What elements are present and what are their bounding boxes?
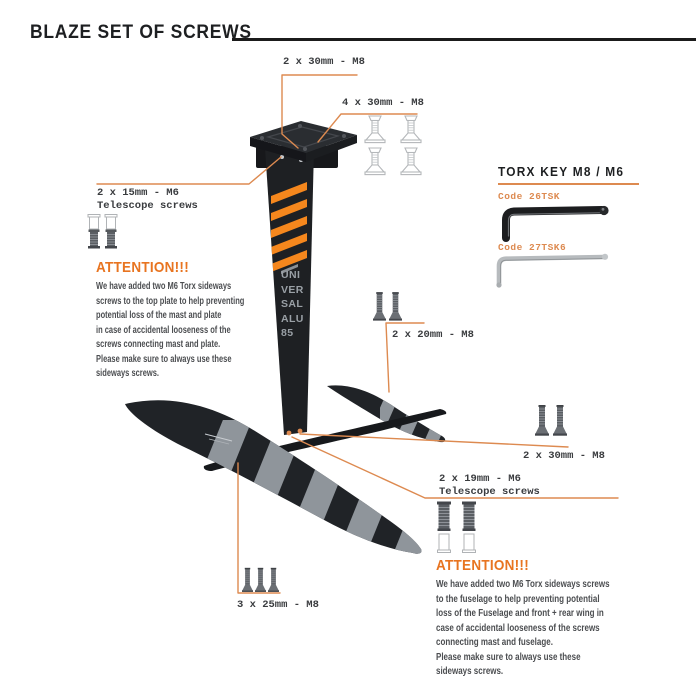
leader-lines [96, 74, 619, 594]
torx-key2-code: Code 27TSK6 [498, 242, 567, 253]
fuselage-screws-icons [535, 404, 567, 437]
label-fuselage-screws: 2 x 30mm - M8 [523, 450, 605, 462]
attention-bottom-heading: ATTENTION!!! [436, 557, 529, 574]
front-wing-screws-icons [242, 567, 279, 593]
label-telescope-top-line1: 2 x 15mm - M6 [97, 187, 179, 199]
label-telescope-bottom: 2 x 19mm - M6 Telescope screws [439, 473, 540, 498]
mast-text-line: UNI [281, 269, 301, 281]
telescope-top-screws-icons [87, 214, 118, 249]
torx-rule [498, 183, 639, 185]
label-telescope-top: 2 x 15mm - M6 Telescope screws [97, 187, 198, 212]
mast-text-line: ALU [281, 312, 304, 325]
stabilizer-screws-icons [373, 291, 402, 322]
label-plate-screws: 4 x 30mm - M8 [342, 97, 424, 109]
sideways-screw-dot [297, 428, 303, 434]
attention-top-body: We have added two M6 Torx sideways screw… [96, 281, 245, 379]
mast-text-line: 85 [281, 327, 294, 339]
mast-brand-text: UNI VER SAL ALU 85 [281, 268, 304, 341]
label-telescope-bottom-line1: 2 x 19mm - M6 [439, 473, 521, 485]
mast-stripes [271, 182, 307, 272]
attention-bottom-body: We have added two M6 Torx sideways screw… [436, 579, 610, 677]
label-mast-top-screws: 2 x 30mm - M8 [283, 56, 365, 68]
page-title: BLAZE SET OF SCREWS [30, 22, 252, 43]
torx-key-m8-icon [502, 205, 609, 242]
top-plate [250, 121, 357, 162]
attention-top-heading: ATTENTION!!! [96, 259, 189, 276]
sideways-screw-dot [286, 430, 292, 436]
plate-screws-icons [364, 115, 422, 176]
torx-heading: TORX KEY M8 / M6 [498, 165, 625, 179]
mast-text-line: SAL [281, 298, 304, 310]
telescope-bottom-screws-icons [436, 501, 477, 553]
mast-text-line: VER [281, 283, 304, 296]
title-rule [232, 38, 696, 41]
torx-key1-code: Code 26TSK [498, 191, 561, 202]
label-telescope-top-line2: Telescope screws [97, 199, 198, 212]
label-telescope-bottom-line2: Telescope screws [439, 485, 540, 498]
label-stabilizer-screws: 2 x 20mm - M8 [392, 329, 474, 341]
torx-key-m6-icon [496, 253, 609, 288]
label-front-wing-screws: 3 x 25mm - M8 [237, 599, 319, 611]
